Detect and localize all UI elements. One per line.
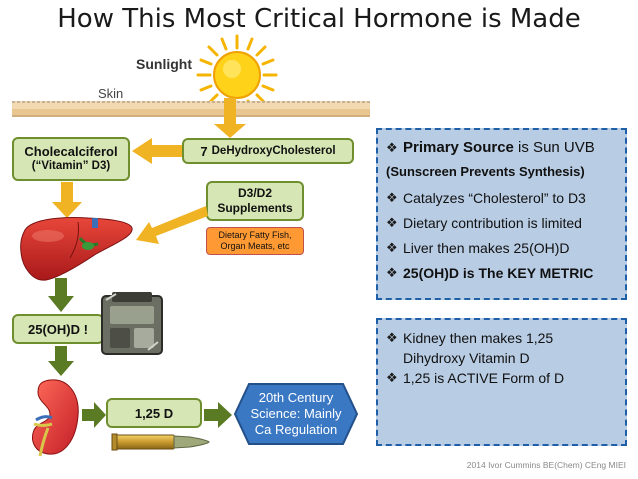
diamond-bullet-icon: ❖ (386, 240, 398, 255)
dietary-line1: Dietary Fatty Fish, (218, 230, 292, 240)
info-row-liver: ❖ Liver then makes 25(OH)D (386, 238, 619, 258)
info-row-dietary: ❖ Dietary contribution is limited (386, 213, 619, 233)
arrow-kidney-to-125d (82, 402, 106, 428)
cholecalciferol-box: Cholecalciferol (“Vitamin” D3) (12, 137, 130, 181)
diamond-bullet-icon: ❖ (386, 370, 398, 385)
arrow-supplements-to-liver (136, 206, 208, 244)
d125-box: 1,25 D (106, 398, 202, 428)
ohd-box: 25(OH)D ! (12, 314, 104, 344)
diamond-bullet-icon: ❖ (386, 330, 398, 345)
supplements-line1: D3/D2 (237, 186, 272, 200)
diamond-bullet-icon: ❖ (386, 265, 398, 280)
arrow-cholecalciferol-to-liver (52, 182, 82, 218)
info-row-catalyzes: ❖ Catalyzes “Cholesterol” to D3 (386, 188, 619, 208)
arrow-sun-to-dhc (214, 98, 246, 138)
sunlight-label: Sunlight (136, 56, 192, 72)
primary-source-rest: is Sun UVB (513, 139, 595, 156)
diamond-bullet-icon: ❖ (386, 190, 398, 205)
cholecalciferol-line1: Cholecalciferol (24, 144, 118, 159)
active-form-text: 1,25 is ACTIVE Form of D (403, 370, 565, 386)
kidney-text: Kidney then makes 1,25 (403, 330, 554, 346)
liver-icon (20, 217, 133, 281)
info-row-active-form: ❖ 1,25 is ACTIVE Form of D (386, 368, 619, 388)
arrow-125d-to-regulation (204, 402, 232, 428)
primary-source-bold: Primary Source (403, 139, 514, 156)
diamond-bullet-icon: ❖ (386, 140, 398, 155)
skin-label: Skin (98, 86, 124, 101)
info-row-kidney: ❖ Kidney then makes 1,25 (386, 328, 619, 348)
regulation-hexagon-text: 20th Century Science: Mainly Ca Regulati… (233, 382, 359, 446)
century-line1: 20th Century (258, 390, 334, 405)
cholecalciferol-line2: (“Vitamin” D3) (31, 160, 111, 172)
page-title: How This Most Critical Hormone is Made (57, 4, 581, 34)
info-row-key-metric: ❖ 25(OH)D is The KEY METRIC (386, 263, 619, 283)
dietary-line2: Organ Meats, etc (220, 241, 290, 251)
bullet-cartridge-icon (111, 433, 210, 451)
catalyzes-text: Catalyzes “Cholesterol” to D3 (403, 190, 586, 206)
dietary-box: Dietary Fatty Fish, Organ Meats, etc (206, 227, 304, 255)
dehydroxy-number: 7 (200, 143, 208, 159)
arrow-liver-to-ohd (48, 278, 74, 312)
liver-text: Liver then makes 25(OH)D (403, 240, 570, 256)
century-line3: Ca Regulation (254, 422, 338, 437)
kidney-icon (32, 379, 79, 457)
dehydroxy-text: DeHydroxyCholesterol (211, 144, 336, 157)
diamond-bullet-icon: ❖ (386, 215, 398, 230)
sunscreen-text: (Sunscreen Prevents Synthesis) (386, 164, 585, 179)
regulation-hexagon-shape (233, 383, 359, 445)
century-line2: Science: Mainly (250, 406, 342, 421)
kidney-text-cont: Dihydroxy Vitamin D (403, 350, 530, 366)
skin-layer (12, 101, 370, 117)
dietary-text: Dietary contribution is limited (403, 215, 582, 231)
key-metric-text: 25(OH)D is The KEY METRIC (403, 265, 594, 281)
supplements-line2: Supplements (217, 201, 293, 215)
info-row-kidney-cont: Dihydroxy Vitamin D (386, 348, 619, 368)
info-box-kidney: ❖ Kidney then makes 1,25 Dihydroxy Vitam… (376, 318, 627, 446)
blood-test-device-icon (101, 292, 163, 355)
supplements-box: D3/D2 Supplements (206, 181, 304, 221)
info-box-primary: ❖ Primary Source is Sun UVB (Sunscreen P… (376, 128, 627, 300)
arrow-ohd-to-kidney (48, 346, 74, 376)
arrow-dhc-to-cholecalciferol (132, 138, 182, 164)
info-row-sunscreen: (Sunscreen Prevents Synthesis) (386, 162, 619, 182)
footer-credit: 2014 Ivor Cummins BE(Chem) CEng MIEI (466, 460, 626, 470)
info-row-primary-source: ❖ Primary Source is Sun UVB (386, 138, 619, 158)
dehydroxycholesterol-box: 7 DeHydroxyCholesterol (182, 138, 354, 164)
